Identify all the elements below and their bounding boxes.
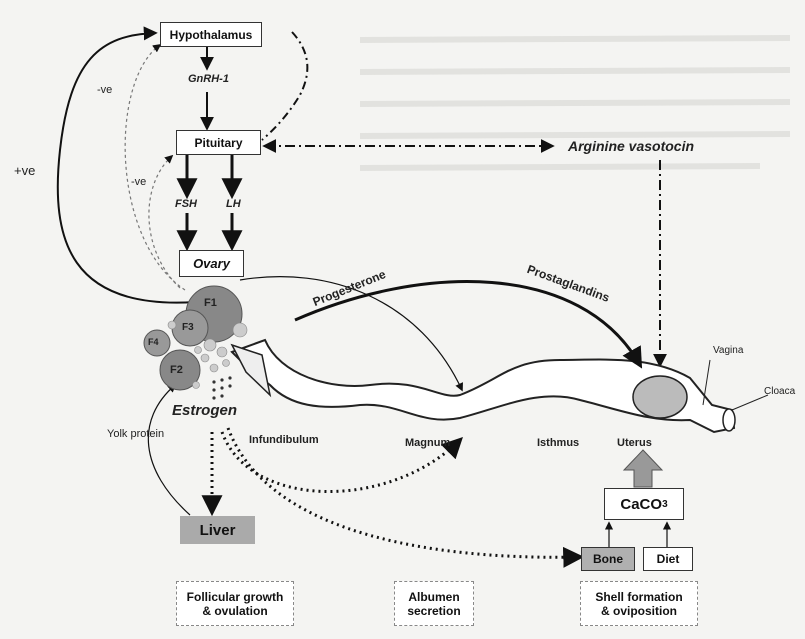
caco3-to-uterus-arrow: [624, 450, 662, 487]
fsh-label: FSH: [175, 198, 197, 210]
vagina-label: Vagina: [713, 345, 743, 356]
gnrh-label: GnRH-1: [188, 73, 229, 85]
uterus-label: Uterus: [617, 437, 652, 449]
shell-line-1: Shell formation: [595, 590, 682, 604]
shell-line-2: & oviposition: [601, 604, 677, 618]
negative-feedback-hypothalamus-arrow: [125, 45, 185, 290]
f4-label: F4: [148, 337, 159, 347]
positive-label: +ve: [14, 163, 35, 178]
follicular-growth-box: Follicular growth & ovulation: [176, 581, 294, 626]
albumen-line-1: Albumen: [408, 590, 459, 604]
avt-label: Arginine vasotocin: [568, 138, 694, 154]
negative-label-2: -ve: [131, 176, 146, 188]
estrogen-label: Estrogen: [172, 402, 237, 419]
f2-label: F2: [170, 364, 183, 376]
albumen-line-2: secretion: [407, 604, 460, 618]
hypothalamus-box: Hypothalamus: [160, 22, 262, 47]
diet-box: Diet: [643, 547, 693, 571]
ovary-box: Ovary: [179, 250, 244, 277]
caco3-sub: 3: [662, 499, 668, 510]
cloaca-opening: [723, 409, 735, 431]
negative-feedback-pituitary-arrow: [149, 156, 180, 288]
caco3-base: CaCO: [620, 496, 662, 513]
f1-label: F1: [204, 297, 217, 309]
hypothalamus-avt-dashed-curve: [262, 32, 307, 140]
bone-box: Bone: [581, 547, 635, 571]
f3-label: F3: [182, 322, 194, 333]
follicular-line-1: Follicular growth: [187, 590, 284, 604]
follicle-dots: [212, 376, 231, 399]
cloaca-label: Cloaca: [764, 386, 795, 397]
follicular-line-2: & ovulation: [202, 604, 267, 618]
estrogen-to-bone-arrow: [228, 428, 580, 557]
isthmus-label: Isthmus: [537, 437, 579, 449]
cloaca-pointer: [732, 395, 768, 410]
lh-label: LH: [226, 198, 241, 210]
pituitary-box: Pituitary: [176, 130, 261, 155]
negative-label-1: -ve: [97, 84, 112, 96]
albumen-secretion-box: Albumen secretion: [394, 581, 474, 626]
magnum-label: Magnum: [405, 437, 450, 449]
infundibulum-label: Infundibulum: [249, 434, 319, 446]
shell-formation-box: Shell formation & oviposition: [580, 581, 698, 626]
yolk-protein-label: Yolk protein: [107, 428, 164, 440]
egg: [633, 376, 687, 418]
liver-box: Liver: [180, 516, 255, 544]
